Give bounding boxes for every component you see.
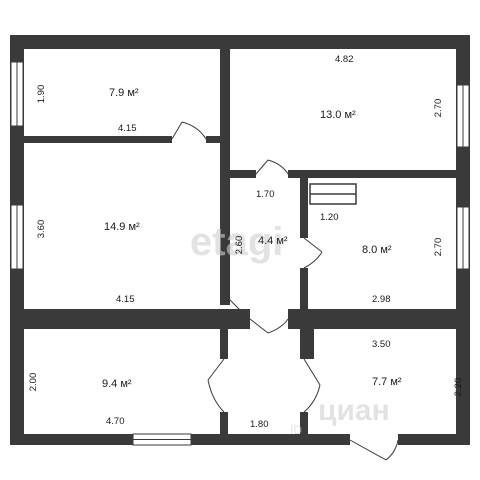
dim-2-00: 2.00 (28, 373, 39, 392)
wall-r6-right (220, 329, 228, 359)
room-area-r7: 7.7 м² (372, 376, 402, 388)
dim-2-60: 2.60 (234, 236, 245, 255)
dim-2-70-top: 2.70 (433, 99, 444, 118)
dim-4-15-top: 4.15 (118, 123, 137, 134)
watermark-cian-id: ID (290, 423, 302, 437)
dim-4-82: 4.82 (335, 54, 354, 65)
dim-4-15-bottom: 4.15 (116, 294, 135, 305)
door-r1 (171, 121, 207, 140)
outer-wall-top (10, 35, 470, 49)
dim-3-60: 3.60 (36, 220, 47, 239)
windows (10, 61, 470, 446)
wall-middle-right (288, 309, 456, 329)
dim-2-20: 2.20 (453, 378, 464, 397)
wall-hall-r5-low (300, 268, 308, 310)
outer-wall-bottom-right (398, 434, 470, 445)
room-area-r5: 8.0 м² (362, 244, 392, 256)
closet (309, 183, 357, 205)
door-r5 (303, 237, 323, 269)
dim-1-70: 1.70 (256, 189, 275, 200)
dim-1-80: 1.80 (250, 419, 269, 430)
doors (171, 121, 399, 461)
wall-r2-bottom-right (288, 170, 456, 178)
dim-1-20: 1.20 (320, 212, 339, 223)
door-r6 (207, 358, 225, 413)
door-r7 (303, 358, 321, 413)
room-area-r3: 14.9 м² (104, 221, 140, 233)
wall-middle-left (24, 309, 250, 329)
dim-3-50: 3.50 (372, 339, 391, 350)
wall-r2-bottom-left (230, 170, 256, 178)
wall-r7-left-low (300, 412, 308, 434)
dim-2-98: 2.98 (372, 294, 391, 305)
wall-left-right-top (220, 49, 230, 305)
wall-r1-r3-end (206, 136, 228, 143)
wall-r1-r3 (24, 136, 172, 143)
watermark-cian: циан (318, 394, 390, 427)
door-exit (349, 439, 399, 461)
dim-2-70-mid: 2.70 (433, 238, 444, 257)
dim-4-70: 4.70 (106, 416, 125, 427)
door-r2 (255, 159, 289, 175)
room-area-r6: 9.4 м² (102, 378, 132, 390)
dim-1-90: 1.90 (36, 85, 47, 104)
wall-r7-left (300, 329, 314, 359)
room-area-r2: 13.0 м² (320, 109, 356, 121)
wall-hall-r5 (300, 178, 308, 238)
watermark-etagi: etagi (190, 220, 283, 264)
wall-r6-right-low (220, 412, 228, 434)
door-r3 (225, 295, 247, 317)
door-entry (249, 318, 289, 334)
room-area-r1: 7.9 м² (109, 87, 139, 99)
room-area-r4: 4.4 м² (258, 235, 288, 247)
